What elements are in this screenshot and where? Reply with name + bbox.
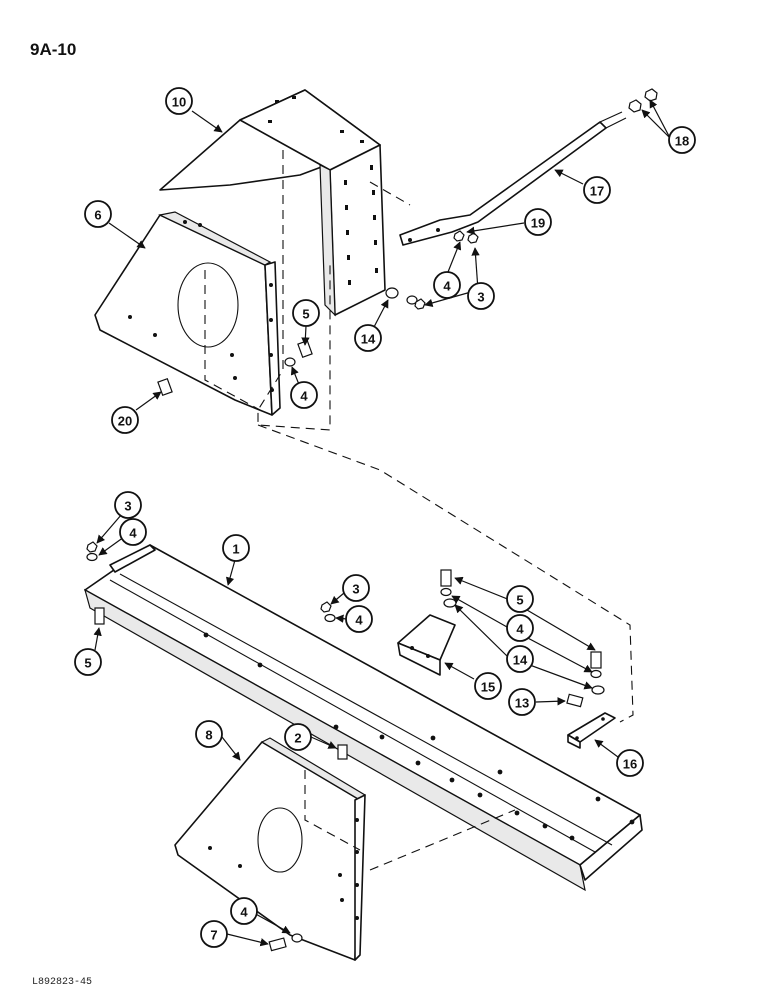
- svg-text:4: 4: [355, 613, 363, 628]
- svg-text:4: 4: [240, 905, 248, 920]
- svg-text:5: 5: [302, 307, 309, 322]
- callout-7: 7: [200, 920, 228, 948]
- angle-bracket-16: [567, 712, 616, 749]
- cross-member-1: [84, 544, 643, 892]
- lower-hardware: [86, 541, 605, 952]
- callout-10: 10: [165, 87, 193, 115]
- callout-3b: 3: [114, 491, 142, 519]
- support-bracket-10: [159, 89, 386, 317]
- svg-text:16: 16: [623, 757, 637, 772]
- callout-5c: 5: [506, 585, 534, 613]
- callout-4f: 4: [230, 897, 258, 925]
- callout-5a: 5: [292, 299, 320, 327]
- leader-lines: [93, 99, 671, 947]
- svg-text:20: 20: [118, 414, 132, 429]
- callout-4c: 4: [119, 518, 147, 546]
- svg-text:17: 17: [590, 184, 604, 199]
- svg-text:18: 18: [675, 134, 689, 149]
- callout-19: 19: [524, 208, 552, 236]
- page-number: 9A-10: [30, 40, 77, 59]
- callout-20: 20: [111, 406, 139, 434]
- callout-18: 18: [668, 126, 696, 154]
- svg-text:5: 5: [84, 656, 91, 671]
- mounting-plate-6: [94, 211, 281, 416]
- svg-text:19: 19: [531, 216, 545, 231]
- callout-5b: 5: [74, 648, 102, 676]
- callout-14b: 14: [506, 645, 534, 673]
- svg-text:13: 13: [515, 696, 529, 711]
- svg-text:14: 14: [361, 332, 376, 347]
- callout-4d: 4: [345, 605, 373, 633]
- callout-17: 17: [583, 176, 611, 204]
- svg-text:4: 4: [129, 526, 137, 541]
- svg-text:3: 3: [477, 290, 484, 305]
- callout-6: 6: [84, 200, 112, 228]
- callout-15: 15: [474, 672, 502, 700]
- svg-text:15: 15: [481, 680, 495, 695]
- svg-text:14: 14: [513, 653, 528, 668]
- svg-text:7: 7: [210, 928, 217, 943]
- svg-text:6: 6: [94, 208, 101, 223]
- callout-3a: 3: [467, 282, 495, 310]
- svg-text:4: 4: [443, 279, 451, 294]
- callout-16: 16: [616, 749, 644, 777]
- callout-2: 2: [284, 723, 312, 751]
- svg-text:3: 3: [124, 499, 131, 514]
- svg-text:10: 10: [172, 95, 186, 110]
- svg-text:4: 4: [300, 389, 308, 404]
- figure-code: L892823-45: [32, 977, 93, 988]
- angle-bracket-15: [397, 614, 456, 676]
- link-rod-17: [399, 111, 627, 246]
- callout-4e: 4: [506, 614, 534, 642]
- svg-text:3: 3: [352, 582, 359, 597]
- svg-text:5: 5: [516, 593, 523, 608]
- callout-8: 8: [195, 720, 223, 748]
- callout-1: 1: [222, 534, 250, 562]
- callout-4b: 4: [290, 381, 318, 409]
- svg-text:1: 1: [232, 542, 239, 557]
- mounting-plate-8: [174, 737, 366, 961]
- callout-13: 13: [508, 688, 536, 716]
- svg-text:4: 4: [516, 622, 524, 637]
- callout-14a: 14: [354, 324, 382, 352]
- svg-text:2: 2: [294, 731, 301, 746]
- callout-4a: 4: [433, 271, 461, 299]
- callout-3c: 3: [342, 574, 370, 602]
- svg-text:8: 8: [205, 728, 212, 743]
